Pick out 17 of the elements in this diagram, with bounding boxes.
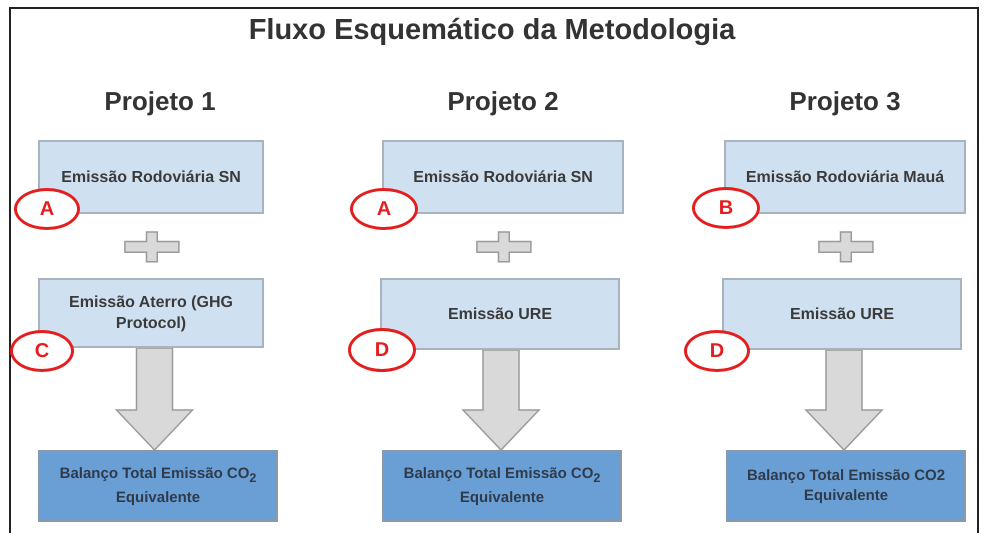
circled-letter: A [14, 188, 80, 230]
column-heading: Projeto 2 [446, 86, 560, 117]
circled-letter: A [350, 188, 418, 230]
block-arrow [114, 347, 194, 452]
result-box: Balanço Total Emissão CO$_{2}$ Equivalente [382, 450, 622, 522]
block-arrow [461, 349, 541, 452]
circled-letter: D [684, 330, 750, 372]
circled-letter: C [10, 330, 74, 372]
column-heading: Projeto 3 [788, 86, 902, 117]
circled-letter: B [692, 187, 760, 229]
diagram-title: Fluxo Esquemático da Metodologia [248, 14, 736, 47]
column-heading: Projeto 1 [103, 86, 217, 117]
result-box: Balanço Total Emissão CO2 Equivalente [726, 450, 966, 522]
block-arrow [804, 349, 884, 452]
circled-letter: D [348, 328, 416, 372]
process-box: Emissão URE [722, 278, 962, 350]
result-box: Balanço Total Emissão CO$_{2}$ Equivalente [38, 450, 278, 522]
